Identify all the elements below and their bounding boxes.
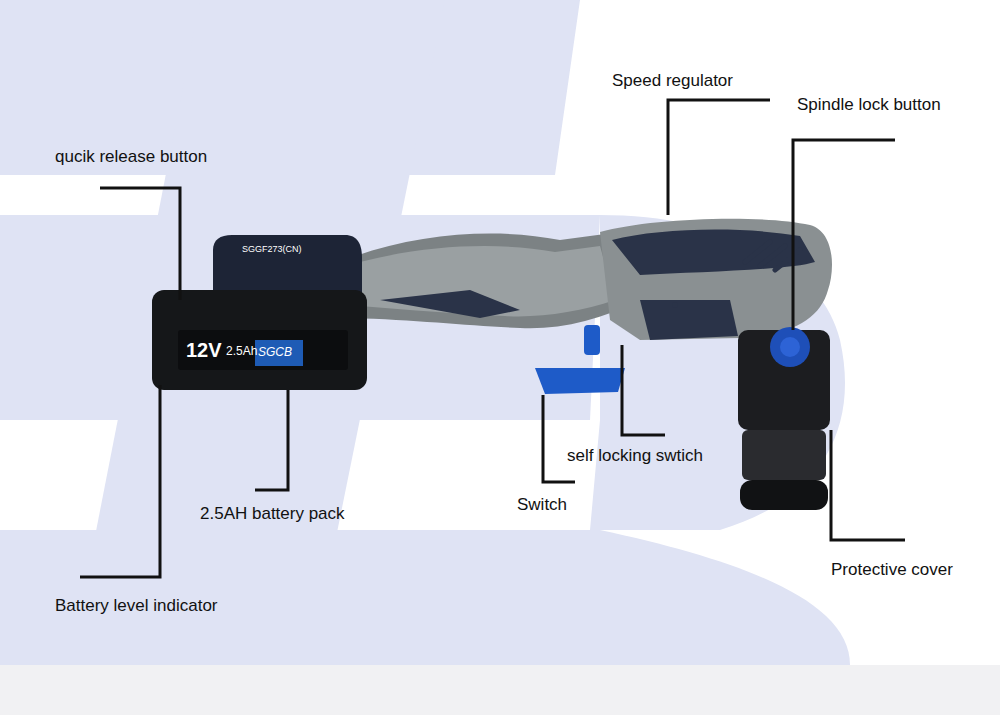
callout-label: Switch — [517, 495, 567, 515]
callout-label: Protective cover — [831, 560, 953, 580]
callout-label: Battery level indicator — [55, 596, 218, 616]
voltage-text: 12V — [186, 338, 222, 362]
callout-label: Spindle lock button — [797, 95, 941, 115]
capacity-text: 2.5Ah — [226, 344, 257, 358]
callout-label: self locking swtich — [567, 446, 703, 466]
bottom-band — [0, 665, 1000, 715]
callout-label: qucik release button — [55, 147, 207, 167]
callout-label: 2.5AH battery pack — [200, 504, 345, 524]
background-logo — [0, 0, 850, 715]
brand-logo: SGCB — [258, 345, 292, 360]
model-text: SGGF273(CN) — [242, 244, 302, 255]
callout-label: Speed regulator — [612, 71, 733, 91]
tool — [152, 219, 832, 510]
leader-lines — [80, 100, 905, 577]
